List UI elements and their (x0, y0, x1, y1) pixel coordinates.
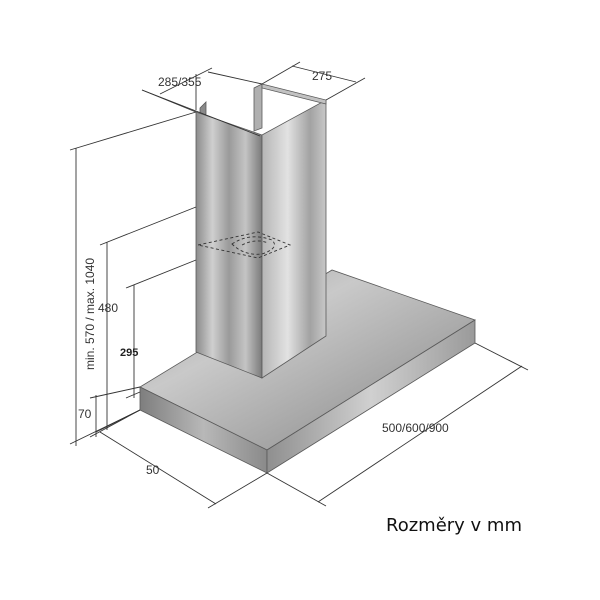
label-canopy-width: 500/600/900 (382, 421, 449, 435)
label-total-height: min. 570 / max. 1040 (83, 258, 97, 370)
dimension-chimney-width (261, 61, 366, 101)
label-canopy-depth: 50 (146, 463, 160, 477)
label-height-295: 295 (120, 347, 138, 359)
label-height-480: 480 (98, 301, 118, 315)
dimension-canopy-depth (95, 409, 268, 509)
dimension-canopy-width (266, 342, 529, 507)
exhaust-outlet-hidden (197, 231, 292, 259)
chimney-front-face (195, 111, 263, 379)
caption: Rozměry v mm (386, 515, 522, 536)
chimney-top-edge (261, 83, 327, 105)
label-height-70: 70 (78, 407, 92, 421)
chimney-side-face (261, 99, 327, 379)
dimension-height-295 (125, 259, 197, 399)
hood-chimney (195, 83, 327, 379)
hood-canopy (139, 269, 476, 474)
dimension-chimney-depth (141, 67, 263, 137)
chimney-back-panel (253, 83, 263, 132)
dimension-height-70 (89, 386, 141, 438)
label-chimney-width: 275 (312, 69, 332, 83)
label-chimney-depth: 285/355 (158, 75, 202, 89)
